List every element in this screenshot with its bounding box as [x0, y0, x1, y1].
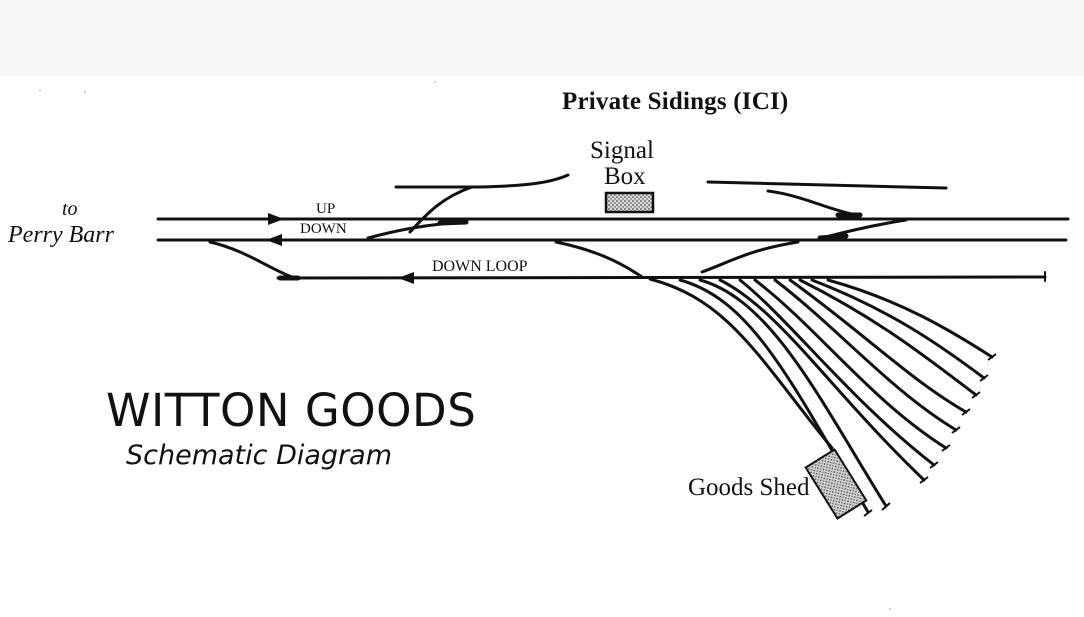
buffer-stop	[971, 391, 981, 399]
down-loop-entry-curve	[208, 240, 294, 279]
yard-road-11	[826, 278, 994, 359]
top-band	[0, 0, 1084, 76]
siding-right	[706, 180, 948, 190]
diagram-title: WITTON GOODS	[106, 384, 477, 437]
diagram-subtitle: Schematic Diagram	[126, 440, 392, 471]
down-loop-direction-arrow	[398, 272, 414, 284]
siding-right-connection	[766, 189, 862, 218]
signal-box-label-line2: Box	[604, 163, 646, 190]
yard-road-4	[718, 278, 926, 482]
yard-road-7	[773, 278, 958, 432]
down-direction-arrow	[266, 234, 282, 246]
yard-road-8	[788, 278, 968, 414]
down-line-label: DOWN	[300, 221, 347, 237]
goods-shed-label: Goods Shed	[688, 474, 810, 501]
loop-connection-left	[554, 240, 644, 279]
down-loop-label: DOWN LOOP	[432, 258, 528, 275]
perry-barr-label: Perry Barr	[8, 222, 114, 248]
yard-road-6	[753, 278, 948, 450]
buffer-stop	[987, 353, 997, 361]
private-sidings-label: Private Sidings (ICI)	[562, 88, 789, 115]
crossover-left-end	[437, 219, 469, 226]
down-loop-line	[276, 275, 1047, 280]
yard-road-3	[698, 278, 888, 508]
loop-connection-right	[700, 240, 800, 274]
buffer-stop	[961, 408, 971, 416]
buffer-stop	[881, 502, 891, 511]
siding-left-curve	[476, 173, 570, 189]
yard-road-1	[648, 277, 834, 450]
yard-road-10	[810, 278, 986, 380]
goods-shed-icon	[804, 448, 868, 520]
signal-box-label-line1: Signal	[590, 137, 654, 164]
signal-box-icon	[604, 191, 655, 214]
yard-road-9	[798, 278, 978, 397]
buffer-stop	[979, 374, 989, 382]
buffer-stop	[919, 476, 929, 484]
crossover-right-end	[817, 233, 849, 241]
buffer-stop	[941, 444, 951, 452]
buffer-stop	[951, 426, 961, 434]
up-direction-arrow	[268, 213, 284, 225]
to-label: to	[62, 198, 78, 220]
buffer-stop	[863, 509, 873, 517]
up-line-label: UP	[316, 201, 336, 217]
buffer-stop	[929, 461, 939, 469]
yard-road-5	[738, 278, 936, 467]
